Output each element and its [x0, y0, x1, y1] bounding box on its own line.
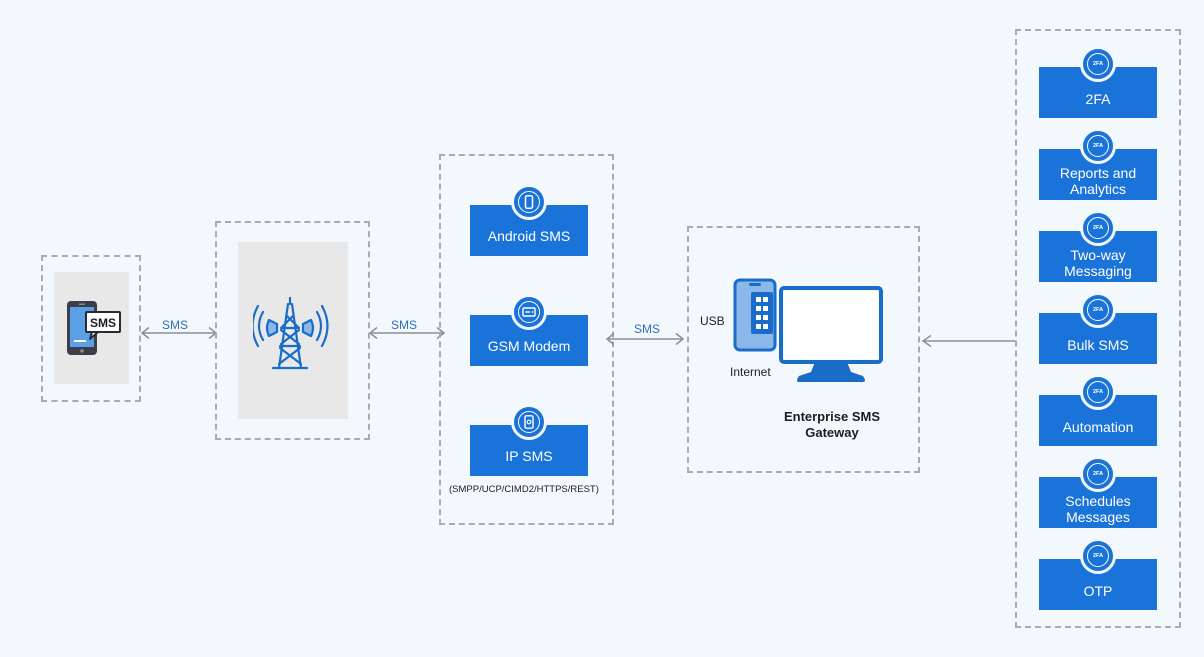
- phone-group: [41, 255, 141, 402]
- use-case-badge: 2FA: [1080, 538, 1116, 574]
- use-case-badge: 2FA: [1080, 46, 1116, 82]
- mobile-icon: [524, 195, 534, 209]
- use-case-badge: 2FA: [1080, 128, 1116, 164]
- gateway-title: Enterprise SMS Gateway: [783, 409, 881, 440]
- shield-2fa-icon: 2FA: [1092, 553, 1104, 559]
- use-case-label: OTP: [1083, 582, 1113, 599]
- internet-label: Internet: [730, 365, 771, 379]
- shield-2fa-icon: 2FA: [1092, 389, 1104, 395]
- modem-icon: [522, 307, 536, 317]
- use-case-label: Schedules Messages: [1065, 492, 1131, 525]
- use-case-label: Automation: [1062, 418, 1134, 435]
- tower-panel: [238, 242, 348, 419]
- ip-protocols-label: (SMPP/UCP/CIMD2/HTTPS/REST): [449, 484, 599, 495]
- use-case-badge: 2FA: [1080, 374, 1116, 410]
- ip-badge: [511, 404, 547, 440]
- sms-connector-label-2: SMS: [391, 318, 418, 332]
- phone-bubble-text: SMS: [90, 316, 116, 330]
- use-case-label: Two-way Messaging: [1064, 246, 1132, 279]
- gateway-group: [687, 226, 920, 473]
- gsm-modem-label: GSM Modem: [487, 337, 571, 354]
- usb-label: USB: [700, 314, 725, 328]
- ip-sms-label: IP SMS: [505, 447, 553, 464]
- tower-group: [215, 221, 370, 440]
- use-cases-group: [1015, 29, 1181, 628]
- gateway-device-icon: [733, 278, 883, 382]
- phone-sms-icon: SMS: [67, 301, 121, 355]
- ip-phone-icon: [524, 415, 534, 429]
- shield-2fa-icon: 2FA: [1092, 225, 1104, 231]
- arrow-channels-gateway: [605, 332, 685, 346]
- android-sms-label: Android SMS: [487, 227, 571, 244]
- sms-connector-label-3: SMS: [634, 322, 661, 336]
- gsm-badge: [511, 294, 547, 330]
- use-case-badge: 2FA: [1080, 456, 1116, 492]
- use-case-badge: 2FA: [1080, 292, 1116, 328]
- shield-2fa-icon: 2FA: [1092, 143, 1104, 149]
- use-case-label: Bulk SMS: [1067, 336, 1129, 353]
- use-case-label: Reports and Analytics: [1059, 164, 1137, 197]
- gsm-modem-box: GSM Modem: [470, 315, 588, 366]
- use-case-badge: 2FA: [1080, 210, 1116, 246]
- shield-2fa-icon: 2FA: [1092, 471, 1104, 477]
- cell-tower-icon: [253, 296, 329, 370]
- shield-2fa-icon: 2FA: [1092, 61, 1104, 67]
- shield-2fa-icon: 2FA: [1092, 307, 1104, 313]
- arrow-usecases-gateway: [921, 334, 1016, 348]
- use-case-label: 2FA: [1085, 90, 1111, 107]
- use-case-box: Reports and Analytics: [1039, 149, 1157, 200]
- sms-connector-label-1: SMS: [162, 318, 189, 332]
- android-badge: [511, 184, 547, 220]
